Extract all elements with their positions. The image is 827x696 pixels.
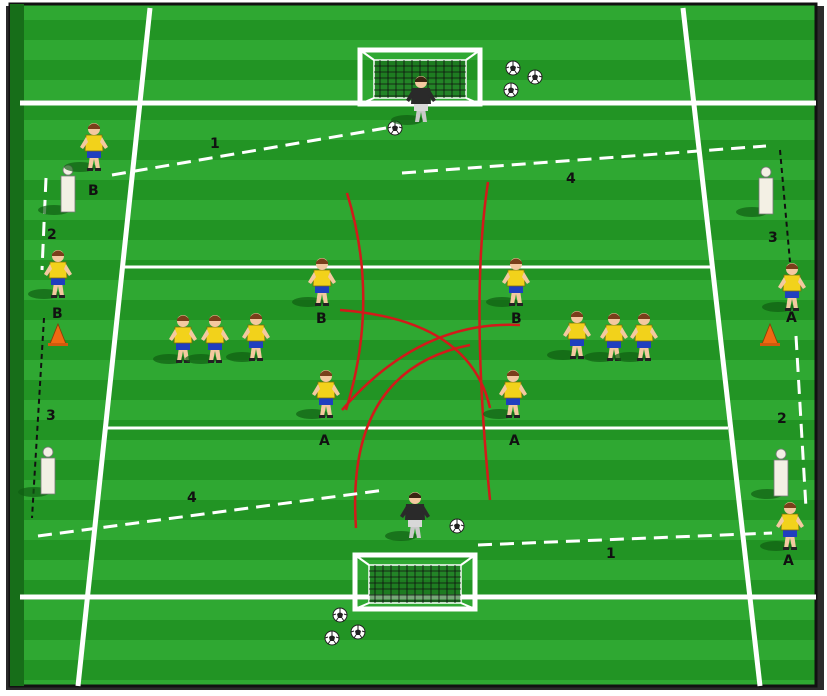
soccer-ball-icon — [504, 83, 518, 97]
player-label-a-center-right: A — [509, 433, 520, 449]
soccer-ball-icon — [351, 625, 365, 639]
soccer-ball-icon — [506, 61, 520, 75]
pitch-left-edge — [10, 4, 24, 686]
soccer-ball-icon — [325, 631, 339, 645]
run-label-2-right: 2 — [777, 411, 787, 427]
pass-label-4-top: 4 — [566, 171, 576, 187]
soccer-ball-icon — [450, 519, 464, 533]
pass-label-1-top: 1 — [210, 136, 220, 152]
run-label-2-left: 2 — [47, 227, 57, 243]
player-label-a-center-left: A — [319, 433, 330, 449]
pass-label-4-bottom: 4 — [187, 490, 197, 506]
player-label-b-topleft: B — [88, 183, 99, 199]
run-label-3-left: 3 — [46, 408, 56, 424]
run-label-3-right: 3 — [768, 230, 778, 246]
soccer-ball-icon — [528, 70, 542, 84]
player-label-a-right: A — [786, 310, 797, 326]
soccer-ball-icon — [333, 608, 347, 622]
player-label-b-center-left: B — [316, 311, 327, 327]
player-label-b-left: B — [52, 306, 63, 322]
player-label-a-bottomright: A — [783, 553, 794, 569]
player-label-b-center-right: B — [511, 311, 522, 327]
pass-label-1-bottom: 1 — [606, 546, 616, 562]
